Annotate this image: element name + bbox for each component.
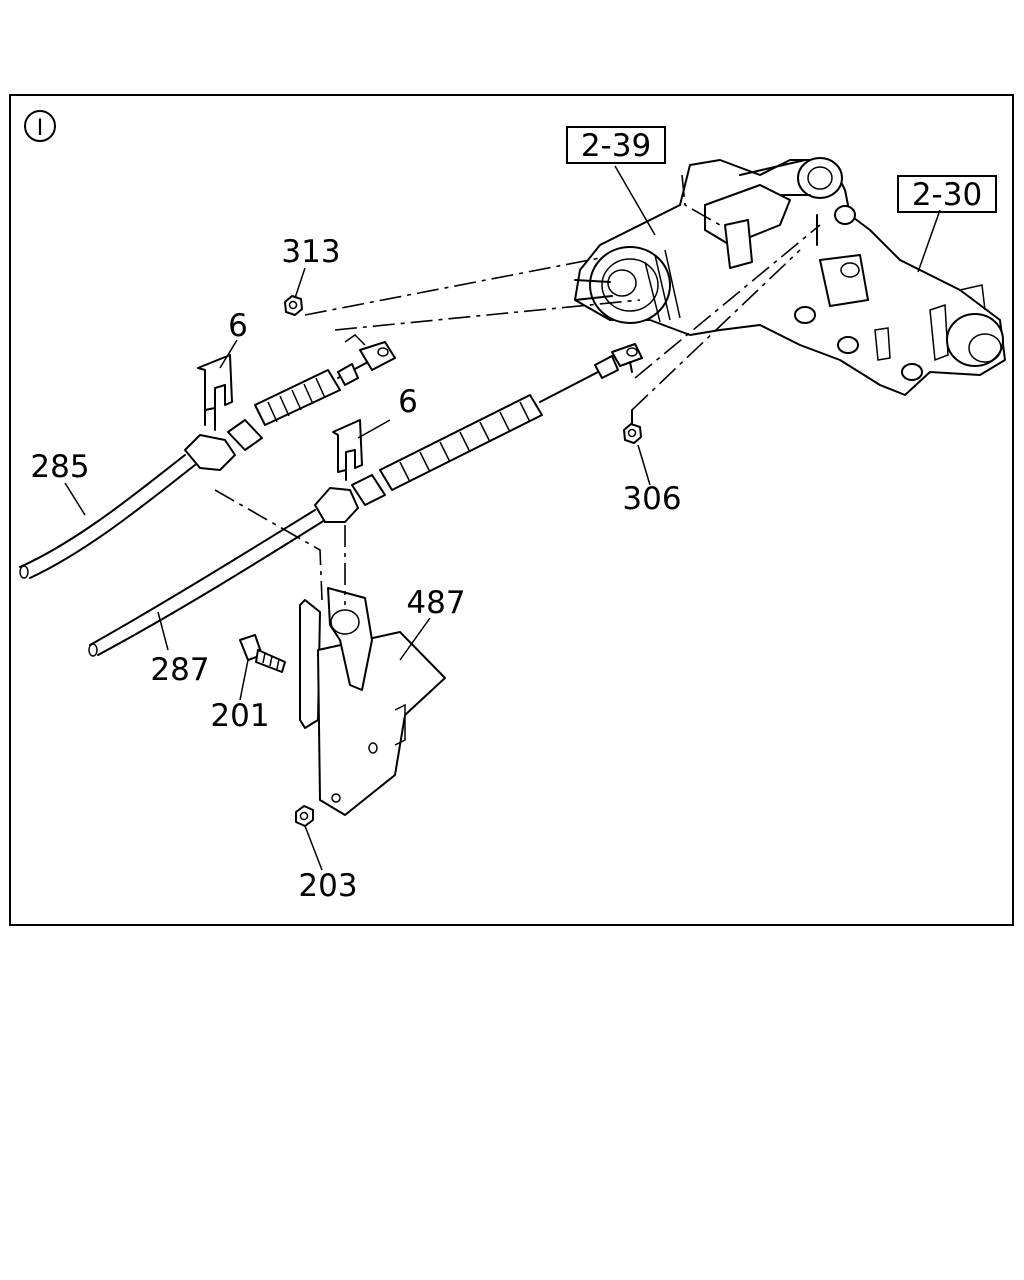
ref-box-2-30 — [897, 175, 997, 213]
select-cable-285 — [19, 334, 396, 579]
callout-487: 487 — [406, 585, 465, 621]
leader-lines — [64, 165, 941, 871]
bolt-201 — [239, 634, 286, 673]
callout-6-right: 6 — [398, 384, 418, 420]
bracket-487 — [299, 587, 446, 816]
callout-313: 313 — [281, 234, 340, 270]
diagram-frame — [9, 94, 1014, 926]
view-marker: Ⅰ — [24, 110, 56, 142]
nut-313 — [284, 295, 303, 316]
callout-285: 285 — [30, 449, 89, 485]
callout-201: 201 — [210, 698, 269, 734]
callout-6-left: 6 — [228, 308, 248, 344]
callout-203: 203 — [298, 868, 357, 904]
clip-right — [332, 419, 363, 481]
shift-cable-287 — [88, 343, 643, 657]
transmission-housing — [574, 157, 1006, 396]
callout-2-30: 2-30 — [912, 177, 982, 213]
view-marker-label: Ⅰ — [37, 116, 44, 141]
callout-306: 306 — [622, 481, 681, 517]
clip-left — [197, 354, 233, 431]
ref-box-2-39 — [566, 126, 666, 164]
nut-203 — [295, 805, 314, 827]
alignment-lines — [214, 224, 821, 605]
nut-306 — [623, 409, 642, 444]
callout-2-39: 2-39 — [581, 128, 651, 164]
callout-287: 287 — [150, 652, 209, 688]
